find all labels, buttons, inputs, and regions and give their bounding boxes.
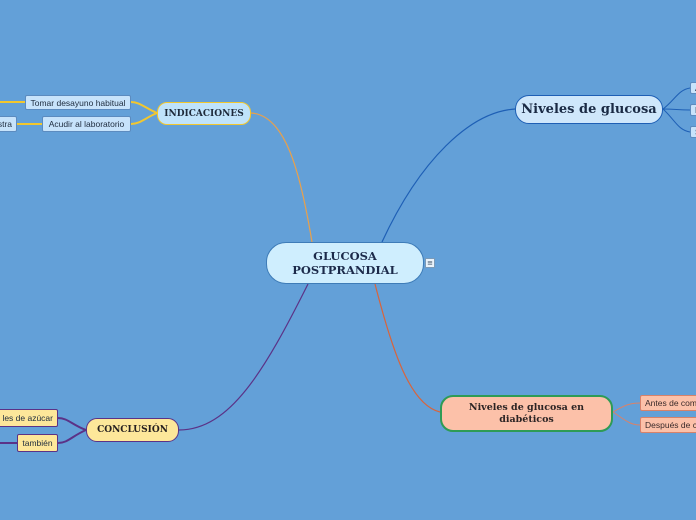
subtopic-label: también [22,438,53,448]
subtopic-label: stra [0,119,12,129]
topic-indicaciones[interactable]: INDICACIONES [157,102,251,125]
link-diabeticos-despues [612,411,641,426]
subtopic-niveles-a[interactable]: A [690,82,696,94]
link-central-diabeticos [374,283,441,413]
subtopic-niveles-s[interactable]: S [690,126,696,138]
link-indicaciones-acudir [130,112,158,125]
topic-label: INDICACIONES [164,108,244,119]
subtopic-muestra[interactable]: stra [0,116,17,132]
link-conclusion-azucar [57,417,87,431]
subtopic-niveles-azucar[interactable]: les de azúcar [0,409,58,427]
link-central-conclusion [178,283,309,431]
link-niveles-e [662,108,691,111]
subtopic-label: Acudir al laboratorio [48,119,125,129]
subtopic-antes-de-comer[interactable]: Antes de com [640,395,696,411]
subtopic-tomar-desayuno[interactable]: Tomar desayuno habitual [25,95,131,110]
link-central-indicaciones [250,112,313,243]
subtopic-label: Antes de com [645,398,696,408]
topic-label: Niveles de glucosa en diabéticos [468,401,585,425]
subtopic-despues-de-comer[interactable]: Después de c [640,417,696,433]
topic-label: Niveles de glucosa [521,102,657,117]
link-central-niveles [381,108,516,243]
link-niveles-a [662,87,691,110]
central-topic-label: GLUCOSA POSTPRANDIAL [292,249,398,277]
subtopic-label: Tomar desayuno habitual [30,97,126,108]
link-niveles-s [662,108,691,133]
topic-label: CONCLUSIÓN [97,425,168,435]
central-topic[interactable]: GLUCOSA POSTPRANDIAL [266,242,424,284]
subtopic-label: les de azúcar [2,413,53,423]
subtopic-acudir-laboratorio[interactable]: Acudir al laboratorio [42,116,131,132]
subtopic-tambien[interactable]: también [17,434,58,452]
notes-icon[interactable]: ≡ [425,258,435,268]
link-indicaciones-tomar [130,101,158,114]
link-diabeticos-antes [612,402,641,413]
subtopic-niveles-e[interactable]: E [690,104,696,116]
topic-conclusion[interactable]: CONCLUSIÓN [86,418,179,442]
topic-niveles-diabeticos[interactable]: Niveles de glucosa en diabéticos [440,395,613,432]
link-conclusion-tambien [57,429,87,444]
subtopic-label: Después de c [645,420,696,430]
topic-niveles-de-glucosa[interactable]: Niveles de glucosa [515,95,663,124]
